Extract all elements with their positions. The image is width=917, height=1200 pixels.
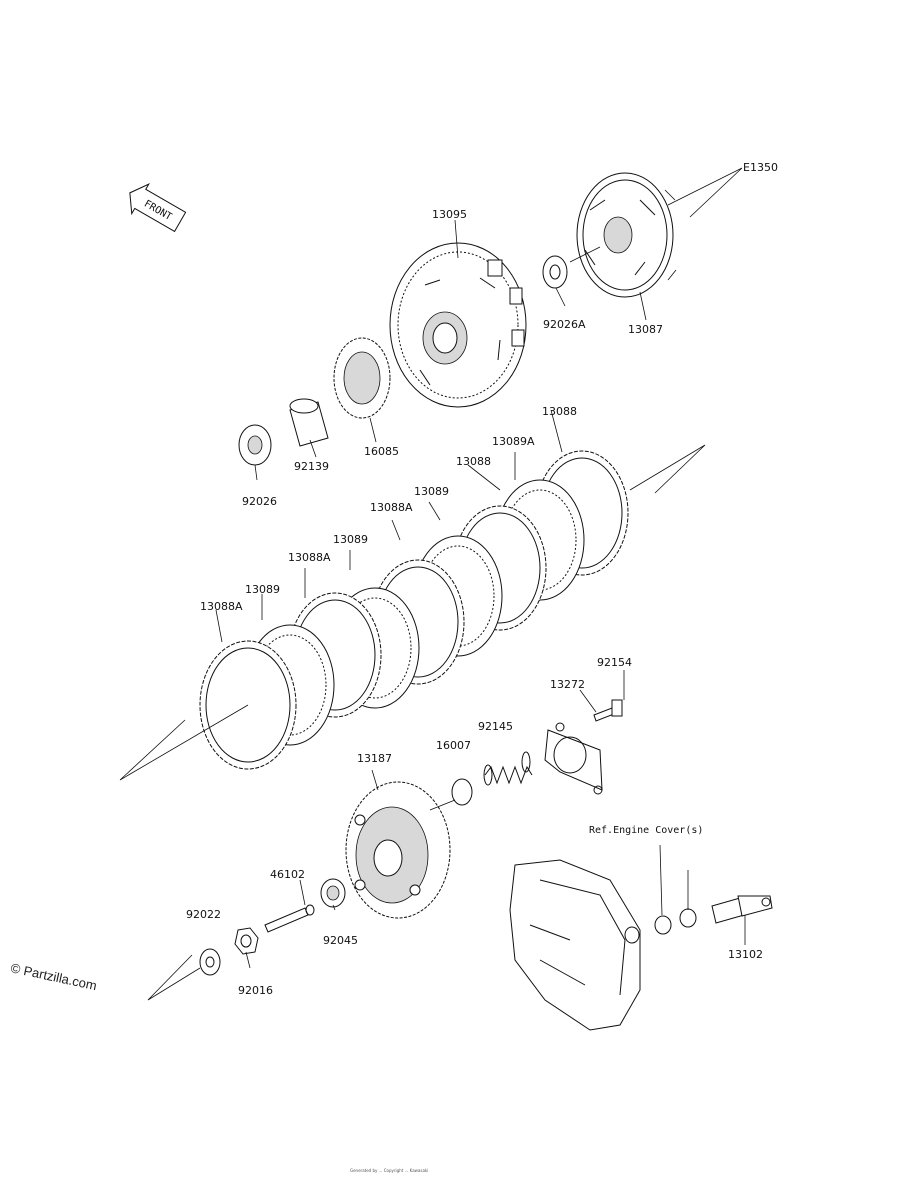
- label-92045: 92045: [323, 934, 358, 947]
- footer-text: Generated by ... Copyright ... Kawasaki: [350, 1168, 428, 1173]
- part-13272-plate: [544, 722, 603, 795]
- label-92026A: 92026A: [543, 318, 586, 331]
- part-92145-circlip: [451, 778, 473, 806]
- label-16007: 16007: [436, 739, 471, 752]
- label-92139: 92139: [294, 460, 329, 473]
- label-13095: 13095: [432, 208, 467, 221]
- part-16085-gear: [333, 337, 391, 419]
- reference-note: Ref.Engine Cover(s): [589, 825, 703, 836]
- part-13187-pressure-plate: [345, 781, 451, 919]
- label-13088-b: 13088: [456, 455, 491, 468]
- engine-cover-reference: [509, 859, 641, 1031]
- label-13089-c: 13089: [245, 583, 280, 596]
- label-13187: 13187: [357, 752, 392, 765]
- label-13087: 13087: [628, 323, 663, 336]
- part-13087-clutch-housing: [576, 172, 677, 298]
- diagram-code-leader: [667, 167, 743, 218]
- label-13088A-c: 13088A: [200, 600, 243, 613]
- label-92154: 92154: [597, 656, 632, 669]
- label-92022: 92022: [186, 908, 221, 921]
- label-13088A-b: 13088A: [288, 551, 331, 564]
- part-46102-rod: [264, 904, 315, 933]
- label-92026: 92026: [242, 495, 277, 508]
- label-92016: 92016: [238, 984, 273, 997]
- part-13095-clutch-hub: [389, 242, 527, 408]
- diagram-code: E1350: [743, 161, 778, 174]
- part-92026A-washer: [542, 255, 568, 289]
- part-92139-collar: [289, 398, 329, 447]
- label-13272: 13272: [550, 678, 585, 691]
- label-16085: 16085: [364, 445, 399, 458]
- label-13088A-a: 13088A: [370, 501, 413, 514]
- part-16007-spring: [483, 751, 533, 786]
- label-13089-b: 13089: [333, 533, 368, 546]
- watermark: © Partzilla.com: [9, 960, 98, 993]
- part-92026-washer: [238, 424, 272, 466]
- part-92045-bearing: [320, 878, 346, 908]
- label-92145: 92145: [478, 720, 513, 733]
- label-13089-a: 13089: [414, 485, 449, 498]
- label-13102: 13102: [728, 948, 763, 961]
- part-92022-washer: [199, 948, 221, 976]
- front-arrow-icon: FRONT: [129, 183, 187, 233]
- label-13088-top: 13088: [542, 405, 577, 418]
- label-13089A: 13089A: [492, 435, 535, 448]
- label-46102: 46102: [270, 868, 305, 881]
- part-92016-nut: [234, 927, 259, 955]
- part-13102-shaft: [654, 895, 773, 935]
- part-92154-bolt: [593, 699, 623, 722]
